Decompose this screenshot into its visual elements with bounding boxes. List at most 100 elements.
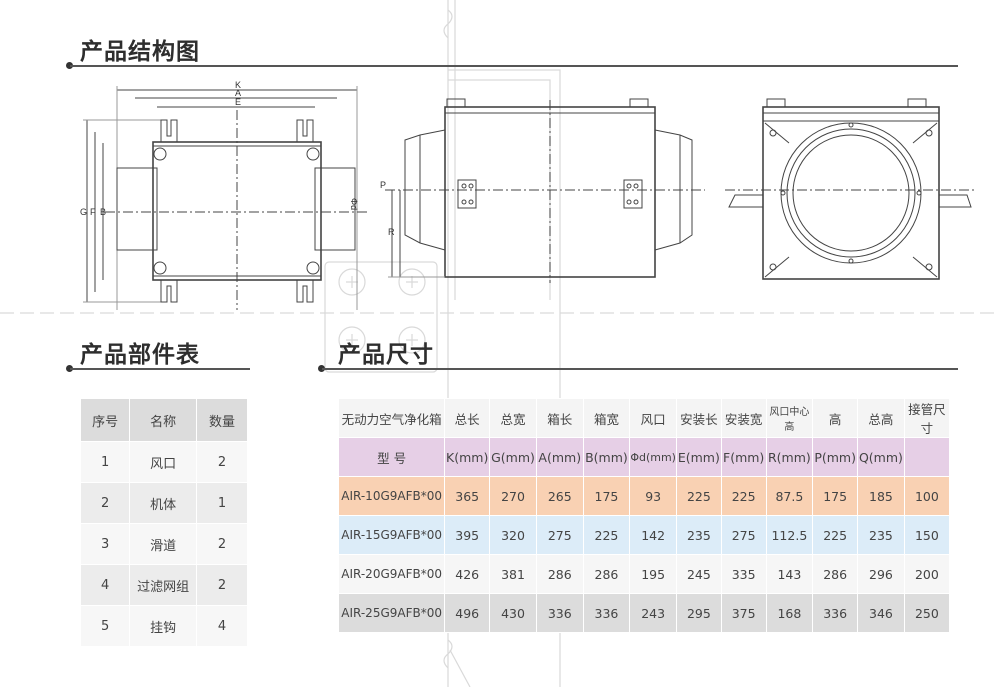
- front-view-diagram: K A E G F B Φd: [80, 80, 370, 310]
- size-rule-dot: [318, 365, 325, 372]
- size-model-cell: AIR-20G9AFB*00: [337, 554, 446, 594]
- parts-header-index: 序号: [79, 398, 131, 442]
- structure-section-title: 产品结构图: [80, 39, 200, 65]
- size-cell: 265: [535, 476, 584, 516]
- size-cell: 243: [629, 593, 677, 633]
- size-model-cell: AIR-15G9AFB*00: [337, 515, 446, 555]
- size-cell: 93: [629, 476, 677, 516]
- size-model-cell: AIR-25G9AFB*00: [337, 593, 446, 633]
- dim-label-g: G: [80, 207, 87, 217]
- dim-label-phi-d: Φd: [349, 198, 359, 210]
- size-header-cell: 高: [812, 398, 859, 438]
- size-unit-cell: 型 号: [337, 437, 446, 477]
- parts-cell: 3: [79, 523, 131, 565]
- size-row: AIR-25G9AFB*00 496 430 336 336 243 295 3…: [337, 593, 951, 633]
- parts-cell: 1: [195, 482, 249, 524]
- size-cell: 225: [582, 515, 631, 555]
- size-cell: 375: [720, 593, 767, 633]
- size-unit-cell: Q(mm): [857, 437, 905, 477]
- size-cell: 175: [582, 476, 631, 516]
- size-cell: 496: [444, 593, 491, 633]
- dim-label-r: R: [388, 227, 395, 237]
- size-cell: 143: [765, 554, 814, 594]
- parts-cell: 4: [195, 605, 249, 647]
- parts-cell: 机体: [129, 482, 197, 524]
- parts-cell: 2: [79, 482, 131, 524]
- size-row: AIR-10G9AFB*00 365 270 265 175 93 225 22…: [337, 476, 951, 516]
- parts-header-row: 序号 名称 数量: [79, 398, 249, 442]
- size-cell: 320: [489, 515, 537, 555]
- size-cell: 286: [535, 554, 584, 594]
- size-cell: 200: [903, 554, 951, 594]
- size-table: 无动力空气净化箱 总长 总宽 箱长 箱宽 风口 安装长 安装宽 风口中心高 高 …: [337, 398, 951, 633]
- parts-cell: 挂钩: [129, 605, 197, 647]
- size-unit-cell: P(mm): [812, 437, 859, 477]
- size-cell: 225: [720, 476, 767, 516]
- size-unit-row: 型 号 K(mm) G(mm) A(mm) B(mm) Φd(mm) E(mm)…: [337, 437, 951, 477]
- size-cell: 295: [675, 593, 722, 633]
- size-section-title: 产品尺寸: [338, 342, 434, 368]
- size-cell: 335: [720, 554, 767, 594]
- size-unit-cell: K(mm): [444, 437, 491, 477]
- size-unit-cell: E(mm): [675, 437, 722, 477]
- end-view-diagram: [725, 98, 975, 280]
- parts-row: 1 风口 2: [79, 441, 249, 483]
- size-cell: 100: [903, 476, 951, 516]
- size-cell: 245: [675, 554, 722, 594]
- size-cell: 381: [489, 554, 537, 594]
- size-cell: 250: [903, 593, 951, 633]
- size-cell: 430: [489, 593, 537, 633]
- parts-rule-dot: [66, 365, 73, 372]
- size-cell: 286: [582, 554, 631, 594]
- parts-row: 3 滑道 2: [79, 523, 249, 565]
- size-cell: 275: [720, 515, 767, 555]
- size-cell: 195: [629, 554, 677, 594]
- size-unit-cell: Φd(mm): [629, 437, 677, 477]
- size-cell: 336: [812, 593, 859, 633]
- dim-label-e: E: [235, 97, 241, 107]
- size-unit-cell: R(mm): [765, 437, 814, 477]
- size-cell: 142: [629, 515, 677, 555]
- dim-label-b: B: [100, 207, 106, 217]
- size-cell: 346: [857, 593, 905, 633]
- parts-cell: 2: [195, 523, 249, 565]
- parts-cell: 风口: [129, 441, 197, 483]
- size-unit-cell: A(mm): [535, 437, 584, 477]
- size-row: AIR-20G9AFB*00 426 381 286 286 195 245 3…: [337, 554, 951, 594]
- side-view-diagram: P R: [380, 98, 705, 283]
- structure-rule: [70, 65, 958, 67]
- size-header-model: 无动力空气净化箱: [337, 398, 446, 438]
- parts-header-name: 名称: [129, 398, 197, 442]
- size-header-cell: 总宽: [489, 398, 537, 438]
- parts-cell: 过滤网组: [129, 564, 197, 606]
- size-unit-cell: [903, 437, 951, 477]
- size-cell: 235: [675, 515, 722, 555]
- parts-row: 4 过滤网组 2: [79, 564, 249, 606]
- parts-cell: 2: [195, 564, 249, 606]
- size-unit-cell: B(mm): [582, 437, 631, 477]
- size-model-cell: AIR-10G9AFB*00: [337, 476, 446, 516]
- size-header-cell: 箱宽: [582, 398, 631, 438]
- size-cell: 336: [582, 593, 631, 633]
- size-cell: 112.5: [765, 515, 814, 555]
- size-unit-cell: F(mm): [720, 437, 767, 477]
- size-header-cell: 风口中心高: [765, 398, 814, 438]
- size-cell: 395: [444, 515, 491, 555]
- size-cell: 87.5: [765, 476, 814, 516]
- size-cell: 365: [444, 476, 491, 516]
- size-header-cell: 安装宽: [720, 398, 767, 438]
- size-rule: [322, 368, 958, 370]
- parts-row: 2 机体 1: [79, 482, 249, 524]
- size-header-cell: 接管尺寸: [903, 398, 951, 438]
- size-cell: 168: [765, 593, 814, 633]
- size-header-cell: 风口: [629, 398, 677, 438]
- size-cell: 286: [812, 554, 859, 594]
- parts-cell: 2: [195, 441, 249, 483]
- parts-row: 5 挂钩 4: [79, 605, 249, 647]
- size-cell: 426: [444, 554, 491, 594]
- parts-header-qty: 数量: [195, 398, 249, 442]
- parts-section-title: 产品部件表: [80, 342, 200, 368]
- size-cell: 175: [812, 476, 859, 516]
- size-unit-cell: G(mm): [489, 437, 537, 477]
- size-cell: 150: [903, 515, 951, 555]
